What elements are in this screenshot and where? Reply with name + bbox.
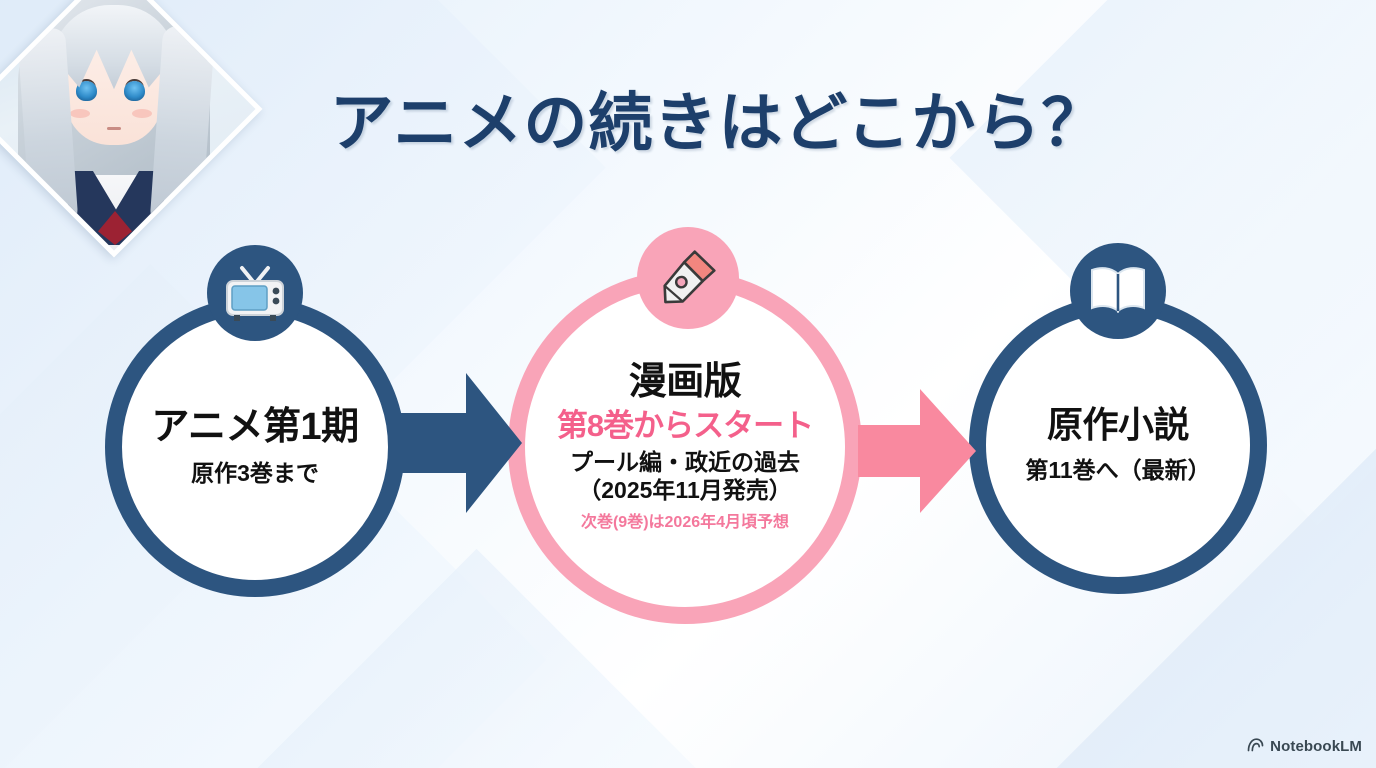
notebooklm-icon	[1247, 737, 1264, 756]
notebooklm-watermark: NotebookLM	[1247, 737, 1362, 756]
node-anime-subtitle: 原作3巻まで	[191, 459, 319, 486]
node-manga-detail-line1: プール編・政近の過去	[570, 449, 800, 476]
node-manga-note: 次巻(9巻)は2026年4月頃予想	[580, 514, 790, 532]
node-manga-title: 漫画版	[628, 361, 742, 404]
arrow-anime-to-manga	[400, 367, 522, 524]
arrow-manga-to-novel	[858, 385, 976, 522]
node-novel-title: 原作小説	[1046, 403, 1190, 445]
tv-icon	[207, 245, 303, 341]
node-manga-accent: 第8巻からスタート	[556, 408, 814, 444]
node-anime-title: アニメ第1期	[151, 405, 359, 448]
open-book-icon	[1070, 243, 1166, 339]
node-anime-season1[interactable]: アニメ第1期 原作3巻まで	[105, 297, 405, 597]
notebooklm-label: NotebookLM	[1270, 738, 1362, 755]
node-original-novel[interactable]: 原作小説 第11巻へ（最新）	[969, 296, 1267, 594]
node-novel-subtitle: 第11巻へ（最新）	[1025, 456, 1211, 483]
node-manga-detail-line2: （2025年11月発売）	[578, 477, 792, 504]
page-title: アニメの続きはどこから？	[329, 87, 1107, 159]
pen-nib-icon	[637, 227, 739, 329]
